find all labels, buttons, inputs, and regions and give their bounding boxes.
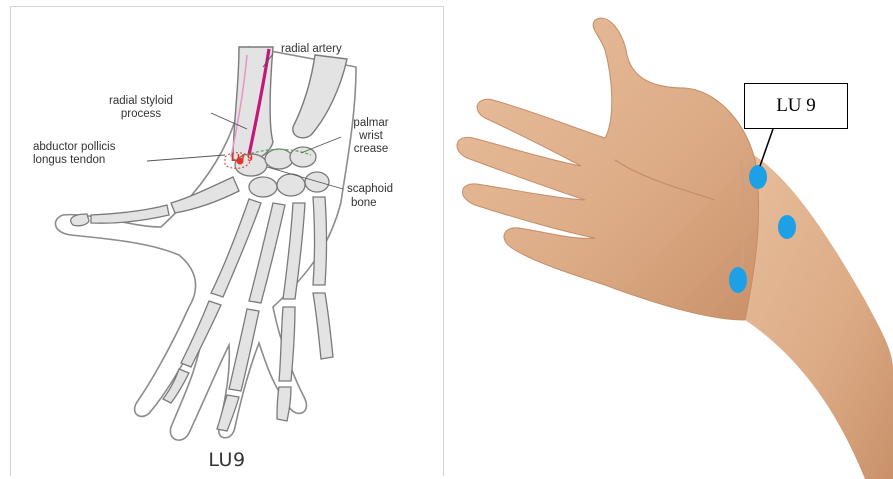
carpal-bone: [265, 149, 293, 169]
label-scaphoid-line2: bone: [351, 197, 377, 210]
label-scaphoid-line1: scaphoid: [347, 183, 393, 196]
carpal-bone: [290, 147, 316, 167]
hand-photo-panel: [445, 0, 893, 479]
carpal-bone: [277, 174, 305, 196]
hand-photo-drawing: [445, 0, 893, 479]
callout-pointer: [760, 129, 773, 166]
acupoint-dot-icon: [729, 267, 747, 293]
ulna-bone: [293, 55, 347, 138]
label-abductor-line2: longus tendon: [33, 154, 105, 167]
ring-tip: [277, 387, 291, 421]
label-palmar-line2: wrist: [341, 130, 401, 143]
figure-caption: LU9: [11, 449, 443, 471]
leader-palmar-crease: [301, 137, 341, 153]
acupoint-dot-icon: [749, 165, 767, 189]
leader-abductor: [147, 155, 225, 161]
little-phalanx: [313, 293, 333, 359]
label-palmar-line3: crease: [341, 143, 401, 156]
label-palmar-line1: palmar: [341, 117, 401, 130]
ring-metacarpal: [283, 203, 305, 299]
carpal-bone: [305, 172, 329, 192]
middle-phalanx: [229, 309, 259, 391]
thumb-metacarpal: [171, 177, 239, 213]
little-metacarpal: [313, 197, 327, 285]
label-radial-artery: radial artery: [281, 43, 342, 56]
anatomy-illustration-panel: radial artery radial styloid process abd…: [10, 6, 444, 476]
carpal-bone: [249, 177, 277, 197]
label-lu9-point: LU 9: [231, 152, 253, 165]
acupoint-dot-icon: [778, 215, 796, 239]
lu9-callout-box: LU 9: [744, 83, 848, 129]
thumb-tip: [71, 214, 89, 226]
thumb-phalanx: [91, 205, 169, 223]
label-abductor-line1: abductor pollicis: [33, 141, 115, 154]
label-radial-styloid-line2: process: [71, 108, 211, 121]
label-radial-styloid-line1: radial styloid: [71, 95, 211, 108]
hand-palm: [457, 18, 759, 320]
hand-skeleton-drawing: [11, 7, 443, 477]
ring-phalanx: [279, 307, 295, 381]
